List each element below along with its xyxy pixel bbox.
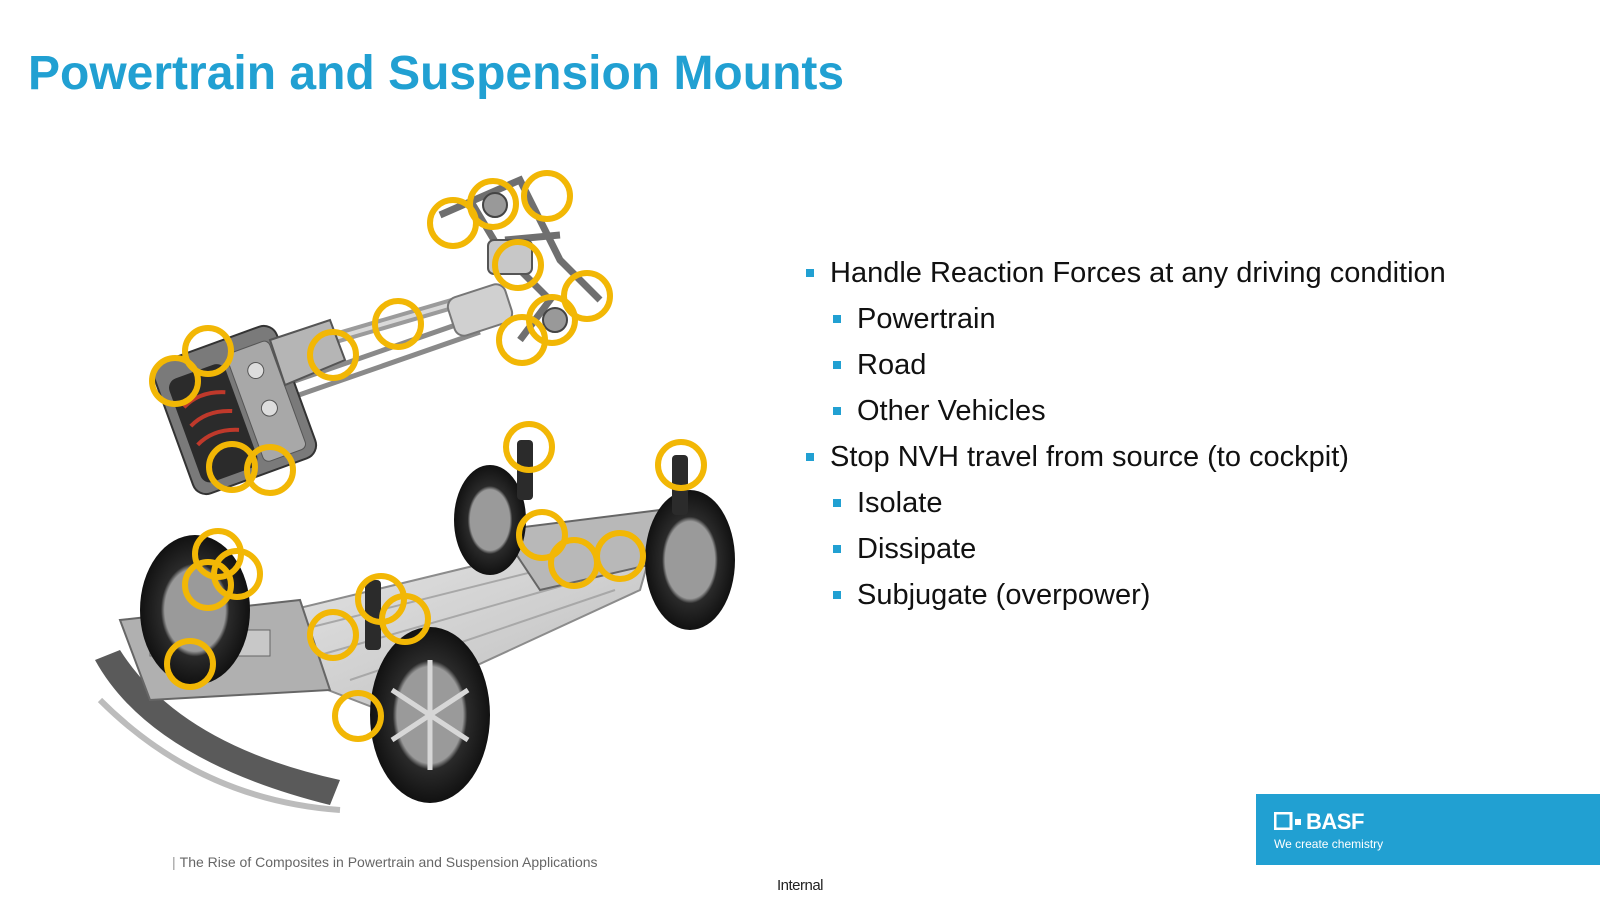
bullet-marker — [833, 407, 841, 415]
mount-highlight-circle — [379, 593, 431, 645]
mount-highlight-circle — [332, 690, 384, 742]
chassis-platform — [95, 440, 735, 813]
bullet-text: Stop NVH travel from source (to cockpit) — [830, 441, 1349, 473]
mount-highlight-circle — [492, 239, 544, 291]
footer-presentation-title: |The Rise of Composites in Powertrain an… — [172, 854, 598, 870]
sub-bullet-item: Dissipate — [833, 533, 1446, 579]
mount-highlight-circle — [372, 298, 424, 350]
bullet-marker — [833, 591, 841, 599]
classification-label: Internal — [776, 877, 824, 894]
bullet-text: Other Vehicles — [857, 395, 1046, 427]
rear-left-wheel — [454, 465, 526, 575]
basf-logo-mark-icon — [1274, 812, 1301, 830]
logo-brand: BASF — [1306, 809, 1364, 834]
mount-highlight-circle — [521, 170, 573, 222]
bullet-list: Handle Reaction Forces at any driving co… — [806, 257, 1446, 625]
mount-highlight-circle — [182, 559, 234, 611]
sub-bullet-item: Other Vehicles — [833, 395, 1446, 441]
footer-separator: | — [172, 854, 176, 870]
sub-bullet-item: Powertrain — [833, 303, 1446, 349]
mount-highlight-circle — [149, 355, 201, 407]
basf-logo: BASF We create chemistry — [1256, 794, 1600, 865]
rear-right-wheel — [645, 490, 735, 630]
slide-title: Powertrain and Suspension Mounts — [28, 47, 845, 100]
bullet-marker — [806, 269, 814, 277]
bullet-marker — [833, 361, 841, 369]
bullet-marker — [833, 315, 841, 323]
bullet-text: Handle Reaction Forces at any driving co… — [830, 257, 1446, 289]
bullet-item: Handle Reaction Forces at any driving co… — [806, 257, 1446, 303]
mount-highlight-circle — [182, 325, 234, 377]
mount-highlight-circle — [307, 329, 359, 381]
sub-bullet-item: Isolate — [833, 487, 1446, 533]
mount-highlight-circle — [211, 548, 263, 600]
vehicle-chassis-illustration — [95, 170, 735, 813]
sub-bullet-item: Subjugate (overpower) — [833, 579, 1446, 625]
bullet-text: Road — [857, 349, 927, 381]
mount-highlight-circle — [244, 444, 296, 496]
mount-highlight-circle — [467, 178, 519, 230]
mount-highlight-circle — [206, 441, 258, 493]
sub-bullet-item: Road — [833, 349, 1446, 395]
mount-highlight-circle — [496, 314, 548, 366]
bullet-text: Subjugate (overpower) — [857, 579, 1151, 611]
bullet-text: Powertrain — [857, 303, 996, 335]
bullet-text: Isolate — [857, 487, 943, 519]
mount-highlights — [149, 170, 707, 742]
mount-highlight-circle — [516, 509, 568, 561]
mount-highlight-circle — [307, 609, 359, 661]
mount-highlight-circle — [594, 530, 646, 582]
bullet-text: Dissipate — [857, 533, 977, 565]
mount-highlight-circle — [561, 270, 613, 322]
mount-highlight-circle — [655, 439, 707, 491]
footer-title-text: The Rise of Composites in Powertrain and… — [179, 854, 598, 870]
bullet-marker — [833, 499, 841, 507]
logo-tagline: We create chemistry — [1274, 837, 1384, 851]
mount-highlight-circle — [503, 421, 555, 473]
front-left-wheel — [140, 535, 250, 685]
bullet-marker — [806, 453, 814, 461]
mount-highlight-circle — [164, 638, 216, 690]
bullet-marker — [833, 545, 841, 553]
bullet-item: Stop NVH travel from source (to cockpit) — [806, 441, 1446, 487]
